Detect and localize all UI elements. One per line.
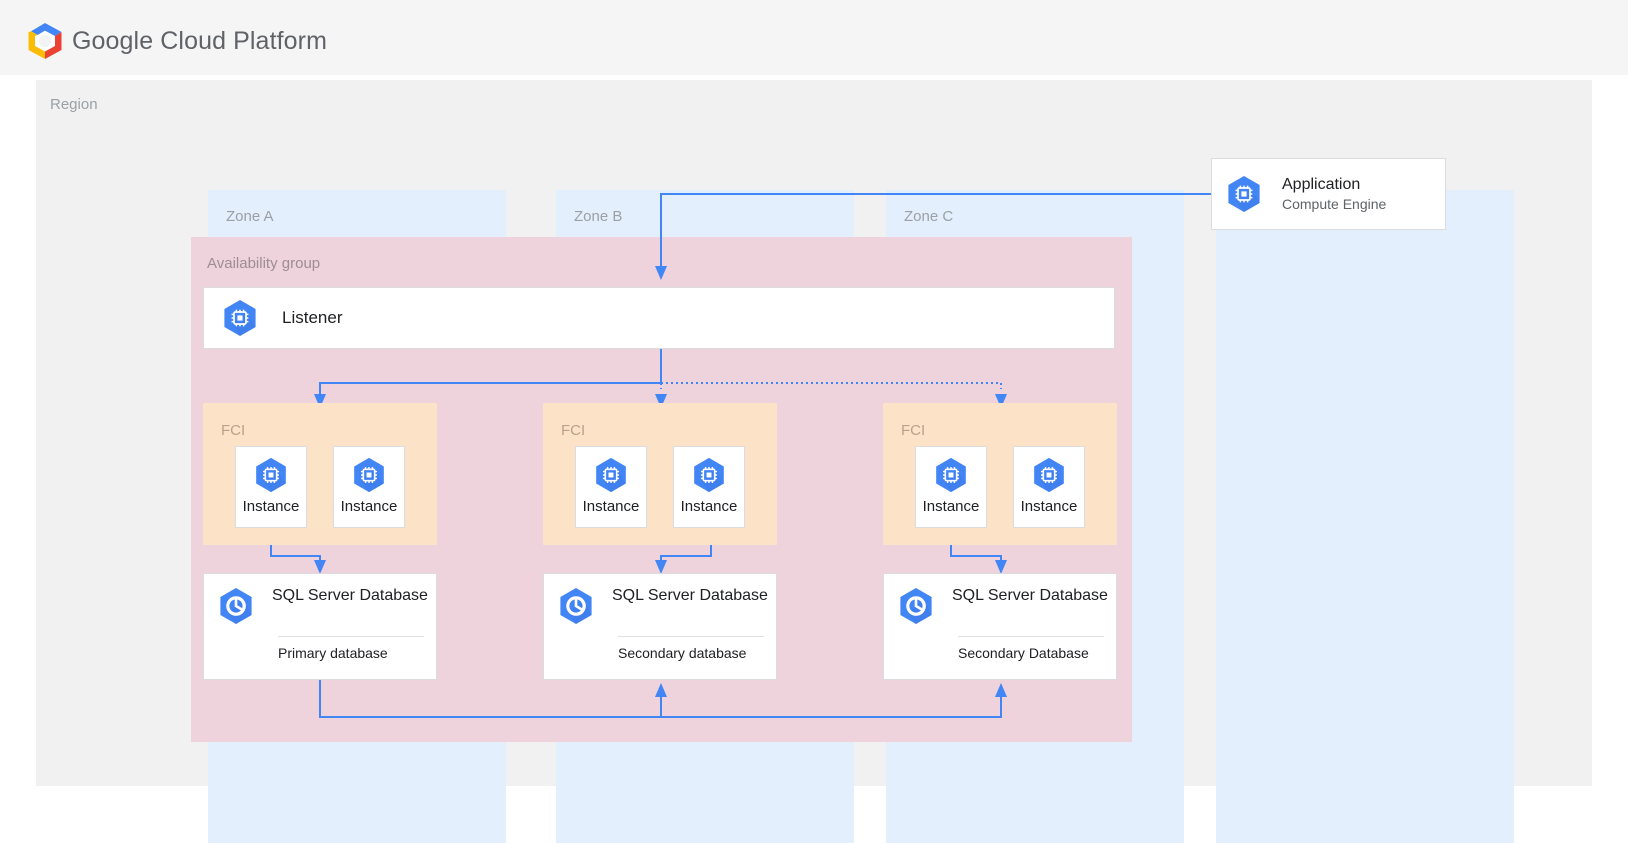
compute-engine-icon (592, 456, 630, 494)
region-label: Region (50, 96, 98, 113)
zone-a-label: Zone A (226, 208, 274, 225)
instance-b1[interactable]: Instance (575, 446, 647, 528)
database-c-title: SQL Server Database (952, 587, 1108, 604)
application-subtitle: Compute Engine (1282, 196, 1387, 212)
instance-c2[interactable]: Instance (1013, 446, 1085, 528)
fci-group-a-label: FCI (221, 422, 246, 439)
compute-engine-icon (350, 456, 388, 494)
brand-title: Google Cloud Platform (72, 27, 327, 56)
database-c-text: SQL Server Database (952, 586, 1108, 606)
instance-label: Instance (242, 498, 300, 515)
zone-c-label: Zone C (904, 208, 954, 225)
instance-label: Instance (340, 498, 398, 515)
zone-d: Zone D (1216, 190, 1514, 843)
instance-c1[interactable]: Instance (915, 446, 987, 528)
compute-engine-icon (252, 456, 290, 494)
instance-label: Instance (680, 498, 738, 515)
zone-b-label: Zone B (574, 208, 623, 225)
database-a-role: Primary database (278, 645, 388, 661)
compute-engine-icon (220, 298, 260, 338)
database-card-c[interactable]: SQL Server Database Secondary Database (883, 573, 1117, 680)
database-b-head: SQL Server Database (544, 574, 776, 626)
availability-group-label: Availability group (207, 255, 321, 272)
compute-engine-icon (690, 456, 728, 494)
sql-server-database-icon (216, 586, 256, 626)
compute-engine-icon (1224, 174, 1264, 214)
instance-label: Instance (922, 498, 980, 515)
database-c-role: Secondary Database (958, 645, 1089, 661)
database-card-a[interactable]: SQL Server Database Primary database (203, 573, 437, 680)
instance-label: Instance (1020, 498, 1078, 515)
database-c-head: SQL Server Database (884, 574, 1116, 626)
sql-server-database-icon (896, 586, 936, 626)
instance-a2[interactable]: Instance (333, 446, 405, 528)
database-a-text: SQL Server Database (272, 586, 428, 606)
database-b-title: SQL Server Database (612, 587, 768, 604)
fci-group-c-label: FCI (901, 422, 926, 439)
database-b-role: Secondary database (618, 645, 747, 661)
database-c-divider (958, 636, 1104, 637)
database-a-divider (278, 636, 424, 637)
instance-label: Instance (582, 498, 640, 515)
database-card-b[interactable]: SQL Server Database Secondary database (543, 573, 777, 680)
database-a-head: SQL Server Database (204, 574, 436, 626)
gcp-hexagon-logo-icon (25, 22, 65, 60)
brand-rest: Cloud Platform (153, 27, 328, 55)
brand-google: Google (72, 27, 154, 55)
instance-a1[interactable]: Instance (235, 446, 307, 528)
compute-engine-icon (1030, 456, 1068, 494)
fci-group-b-label: FCI (561, 422, 586, 439)
application-card[interactable]: Application Compute Engine (1211, 158, 1446, 230)
instance-b2[interactable]: Instance (673, 446, 745, 528)
database-b-text: SQL Server Database (612, 586, 768, 606)
listener-title: Listener (282, 308, 343, 327)
application-text: Application Compute Engine (1282, 174, 1386, 214)
database-b-divider (618, 636, 764, 637)
page-header: Google Cloud Platform (0, 0, 1628, 75)
compute-engine-icon (932, 456, 970, 494)
sql-server-database-icon (556, 586, 596, 626)
application-title: Application (1282, 176, 1361, 193)
database-a-title: SQL Server Database (272, 587, 428, 604)
listener-card[interactable]: Listener (203, 287, 1115, 349)
